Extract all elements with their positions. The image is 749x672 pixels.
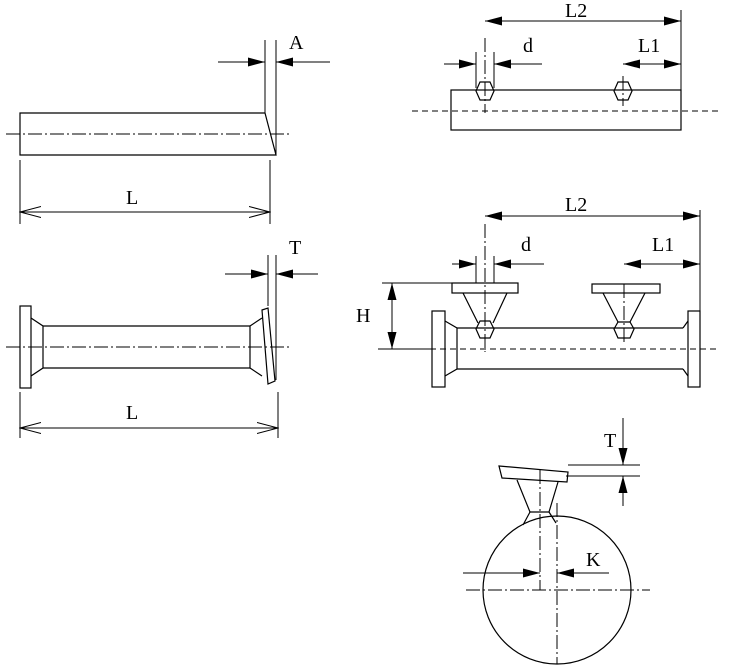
- hole-left: [475, 81, 495, 101]
- dimension-label-k: K: [586, 549, 601, 571]
- branch-stub-left: [475, 320, 495, 339]
- branch-neck-left: [462, 292, 508, 324]
- pipe-body: [450, 89, 682, 131]
- dimension-label-l: L: [126, 187, 138, 209]
- dimension-label-h: H: [356, 305, 370, 327]
- dimension-label-a: A: [289, 32, 304, 54]
- right-flange-tilted: [261, 307, 276, 385]
- view-flanged-pipe: T L: [6, 237, 318, 438]
- dimension-label-d: d: [521, 234, 531, 256]
- pipe-body: [43, 325, 250, 369]
- left-hub: [444, 320, 458, 377]
- branch-flange-tilted: [498, 465, 569, 483]
- right-hub: [682, 320, 689, 377]
- branch-neck: [516, 479, 559, 513]
- branch-flange-right: [591, 283, 661, 294]
- dimension-label-d: d: [523, 35, 533, 57]
- left-hub: [30, 317, 44, 377]
- dimension-label-t: T: [604, 430, 616, 452]
- view-pipe-with-holes: L2 d L1: [412, 0, 722, 131]
- view-straight-pipe: A L: [6, 32, 330, 224]
- pipe-body: [457, 327, 683, 370]
- view-section-with-branch: T K: [463, 418, 650, 665]
- branch-neck-right: [602, 292, 646, 323]
- dimension-label-l1: L1: [638, 35, 660, 57]
- dimension-label-l1: L1: [652, 234, 674, 256]
- dimension-label-l: L: [126, 402, 138, 424]
- branch-stub-right: [613, 321, 635, 339]
- dimension-label-t: T: [289, 237, 301, 259]
- dimension-label-l2: L2: [565, 194, 587, 216]
- hole-right: [613, 81, 633, 101]
- view-flanged-pipe-with-branches: L2 d L1 H: [356, 194, 716, 388]
- branch-stub: [522, 511, 557, 526]
- dimension-label-l2: L2: [565, 0, 587, 22]
